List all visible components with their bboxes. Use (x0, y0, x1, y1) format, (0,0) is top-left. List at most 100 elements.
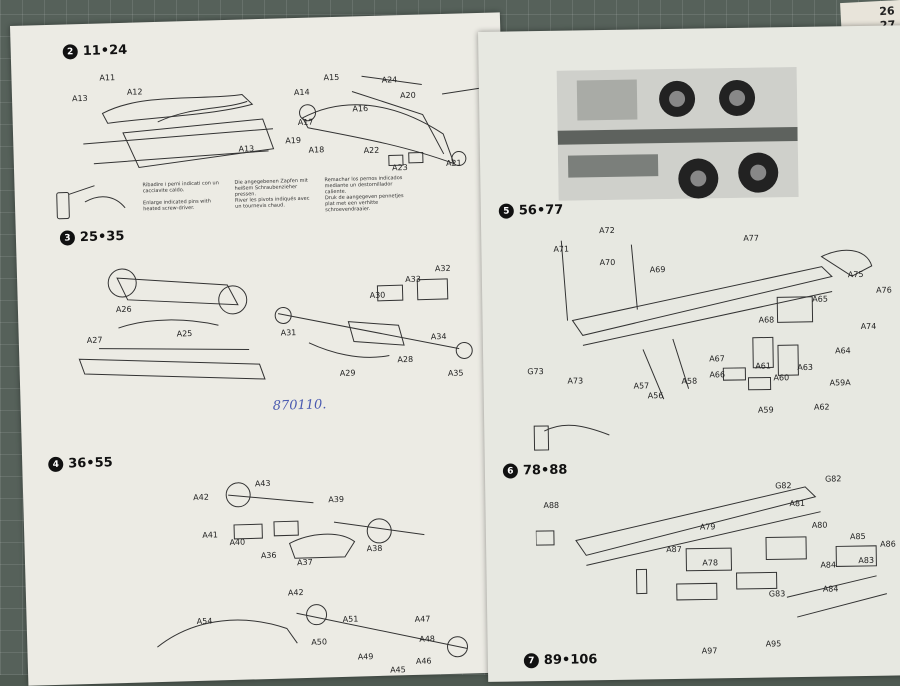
part-label: A76 (876, 285, 892, 295)
part-label: A87 (666, 544, 682, 555)
step-number: 7 (523, 653, 539, 669)
part-label: A46 (415, 656, 432, 666)
part-label: A25 (176, 329, 193, 339)
part-label: A40 (229, 537, 246, 548)
part-label: A29 (339, 368, 356, 378)
step-number: 2 (62, 44, 78, 60)
part-label: A68 (758, 315, 775, 325)
part-label: A67 (709, 354, 725, 364)
instruction-page-left: 2 11•24 A11 A12 A13 A13 A14 A15 A24 A20 … (10, 12, 519, 686)
part-label: A62 (813, 402, 830, 412)
instruction-note: Enlarge indicated pins with heated screw… (142, 198, 211, 213)
part-label: A74 (860, 321, 877, 332)
screwdriver-icon (56, 185, 126, 220)
step-range: 36•55 (68, 455, 113, 472)
part-label: A64 (834, 346, 851, 356)
part-label: A32 (434, 263, 451, 274)
part-label: A16 (352, 104, 369, 114)
part-label: A59 (757, 405, 774, 415)
step-header: 2 11•24 (62, 42, 128, 60)
step6-drawing (535, 486, 887, 618)
part-label: A78 (702, 558, 719, 568)
step-header: 4 36•55 (48, 455, 113, 473)
step4-drawing (157, 482, 469, 658)
part-label: A24 (381, 75, 398, 85)
part-label: A19 (285, 135, 302, 146)
part-label: G73 (527, 367, 544, 377)
part-label: A22 (363, 145, 380, 156)
step-header: 3 25•35 (59, 228, 125, 246)
part-label: A26 (115, 304, 132, 315)
part-label: A42 (287, 588, 304, 598)
reference-photo (556, 67, 799, 201)
part-label: A42 (193, 492, 210, 503)
step-range: 11•24 (82, 42, 128, 59)
part-label: A17 (297, 117, 314, 127)
part-label: A21 (445, 158, 462, 168)
part-label: A12 (126, 87, 143, 97)
part-label: A38 (366, 543, 383, 554)
part-label: A61 (755, 361, 772, 371)
step-header: 7 89•106 (523, 652, 598, 669)
part-label: A71 (553, 244, 570, 254)
part-label: A63 (797, 362, 814, 373)
part-label: A95 (765, 639, 782, 649)
part-label: A81 (789, 498, 806, 509)
part-label: A60 (773, 373, 790, 383)
part-label: A11 (99, 73, 116, 83)
step-number: 5 (498, 203, 514, 219)
step-number: 4 (48, 456, 64, 473)
part-label: A31 (280, 328, 297, 338)
part-label: G82 (824, 474, 842, 484)
step-number: 6 (502, 463, 519, 479)
step3-drawing (78, 268, 473, 380)
part-label: A88 (543, 500, 560, 511)
step-range: 56•77 (518, 202, 564, 219)
part-label: A36 (260, 550, 277, 561)
step-range: 89•106 (543, 652, 598, 669)
truck-chassis-photo (556, 67, 799, 201)
part-label: A50 (311, 637, 328, 647)
part-label: G82 (775, 481, 792, 491)
part-label: A47 (414, 614, 431, 624)
part-label: A41 (202, 530, 219, 540)
part-label: A79 (699, 522, 716, 532)
part-label: A14 (293, 87, 310, 98)
part-label: A49 (357, 652, 374, 662)
step-header: 5 56•77 (498, 202, 564, 219)
part-label: A85 (849, 531, 866, 542)
part-label: A23 (391, 162, 408, 173)
part-label: A27 (86, 335, 103, 345)
step5-drawing (533, 240, 873, 451)
part-label: A43 (254, 478, 271, 489)
part-label: A77 (743, 233, 759, 243)
part-label: A84 (820, 560, 837, 570)
handwritten-number: 870110. (272, 397, 327, 414)
step2-drawing (83, 75, 482, 168)
part-label: A35 (447, 368, 464, 378)
part-label: A30 (369, 290, 386, 301)
part-label: A83 (858, 555, 875, 566)
part-label: A15 (323, 72, 340, 83)
instruction-note: Ribadire i perni indicati con un cacciav… (142, 180, 219, 195)
part-label: A13 (71, 93, 88, 104)
part-label: A75 (847, 269, 864, 280)
part-label: A51 (342, 614, 359, 624)
part-label: A72 (599, 225, 615, 236)
part-label: A18 (308, 145, 325, 155)
part-label: A97 (701, 646, 718, 656)
part-label: A13 (238, 144, 255, 154)
part-label: A28 (397, 354, 414, 365)
part-label: A73 (567, 376, 584, 386)
step-number: 3 (59, 230, 76, 246)
part-label: A84 (822, 584, 839, 594)
step-range: 25•35 (79, 228, 125, 246)
part-label: A37 (296, 557, 313, 568)
part-label: A86 (880, 539, 896, 549)
part-label: A69 (649, 265, 666, 275)
instruction-page-right: 5 56•77 A72 A71 A70 A77 A69 A75 A76 A65 … (478, 25, 900, 682)
part-label: A54 (196, 616, 213, 627)
instruction-note: Remachar los pernos indicados mediante u… (324, 175, 403, 196)
instruction-note: Druk de aangegeven pennetjes plat met ee… (324, 193, 404, 214)
part-label: G83 (768, 589, 786, 599)
